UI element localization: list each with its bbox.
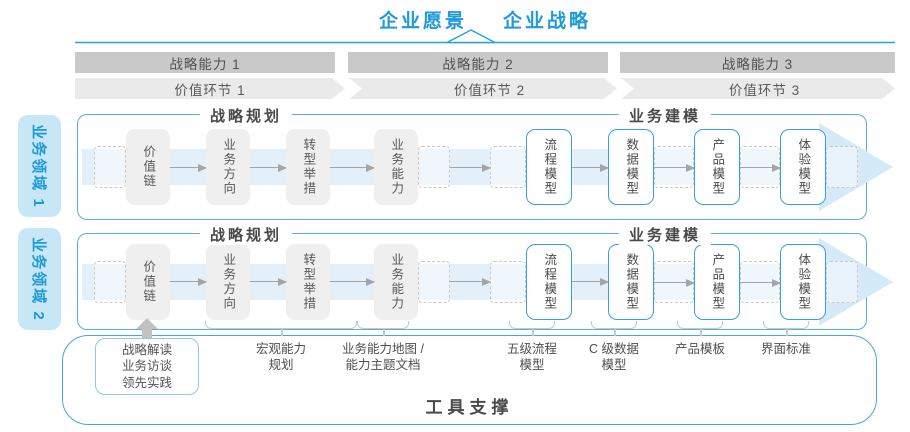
bracket-icon xyxy=(509,321,555,336)
flow-arrow-icon xyxy=(740,164,781,172)
placeholder-box xyxy=(490,260,526,303)
box-transformation: 转型举措 xyxy=(286,243,330,320)
placeholder-arrow-gap xyxy=(740,244,781,320)
flow-arrow-icon xyxy=(450,163,491,172)
domain-label-2: 业务领域 2 xyxy=(18,228,61,330)
flow-arrow-icon xyxy=(450,278,491,286)
flow-arrow-icon xyxy=(654,164,695,172)
practice-line: 战略解读 xyxy=(121,343,172,357)
big-arrowhead-icon xyxy=(819,237,893,326)
placeholder-arrow-gap xyxy=(740,129,781,205)
capability-bar-1: 战略能力 1 xyxy=(75,52,335,73)
placeholder-arrow-gap xyxy=(654,129,695,205)
box-product-model: 产品模型 xyxy=(694,129,740,205)
value-link-1: 价值环节 1 xyxy=(75,78,345,99)
capability-bar-3: 战略能力 3 xyxy=(620,52,895,73)
box-value-chain: 价值链 xyxy=(126,129,170,205)
flow-arrow-icon xyxy=(572,163,609,172)
box-business-capability: 业务能力 xyxy=(374,129,418,205)
bracket-icon xyxy=(357,321,409,336)
modeling-section-title: 业务建模 xyxy=(618,105,712,126)
box-transformation: 转型举措 xyxy=(286,129,330,205)
box-business-capability: 业务能力 xyxy=(374,243,418,320)
flow-arrow-icon xyxy=(330,163,375,172)
placeholder-box xyxy=(418,146,450,188)
flow-arrow-icon xyxy=(170,163,207,172)
flow-arrow-icon xyxy=(330,278,375,286)
header-title: 企业愿景 企业战略 xyxy=(75,6,895,33)
practice-callout-box: 战略解读 业务访谈 领先实践 xyxy=(95,338,199,395)
value-link-2: 价值环节 2 xyxy=(349,78,617,99)
bracket-icon xyxy=(763,321,809,336)
vision-title: 企业愿景 xyxy=(378,11,467,32)
tool-support-container xyxy=(62,335,877,425)
domain-label-1-text: 业务领域 1 xyxy=(30,123,48,209)
box-product-model: 产品模型 xyxy=(694,243,740,320)
caret-icon xyxy=(75,29,895,44)
placeholder-box xyxy=(418,260,450,303)
callout-capability-map: 业务能力地图 / 能力主题文档 xyxy=(342,342,424,373)
placeholder-box xyxy=(94,260,126,303)
callout-product-template: 产品模板 xyxy=(674,342,726,356)
planning-section-title: 战略规划 xyxy=(199,105,293,126)
box-data-model: 数据模型 xyxy=(608,129,654,205)
capability-bar-2: 战略能力 2 xyxy=(348,52,608,73)
box-value-chain: 价值链 xyxy=(126,243,170,320)
box-business-direction: 业务方向 xyxy=(206,243,250,320)
modeling-section-title: 业务建模 xyxy=(618,224,712,245)
box-experience-model: 体验模型 xyxy=(780,129,826,205)
flow-items: 价值链 业务方向 转型举措 业务能力 流程模型 数据模型 产品模型 体验模型 xyxy=(78,115,866,219)
practice-line: 业务访谈 xyxy=(121,359,172,374)
box-process-model: 流程模型 xyxy=(526,129,572,205)
flow-arrow-icon xyxy=(170,278,207,286)
flow-arrow-icon xyxy=(654,278,695,287)
strategy-title: 企业战略 xyxy=(503,11,592,32)
box-experience-model: 体验模型 xyxy=(780,243,826,320)
box-process-model: 流程模型 xyxy=(526,243,572,320)
planning-section-title: 战略规划 xyxy=(199,224,293,245)
big-arrowhead-icon xyxy=(819,123,893,211)
placeholder-box xyxy=(490,146,526,188)
box-data-model: 数据模型 xyxy=(608,243,654,320)
callout-macro-capability: 宏观能力 规划 xyxy=(255,342,307,373)
callout-process-model: 五级流程 模型 xyxy=(506,342,558,373)
domain-label-1: 业务领域 1 xyxy=(18,115,61,217)
domain-row-1: 战略规划 业务建模 价值链 业务方向 转型举措 业务能力 流程模型 数据模型 产… xyxy=(77,105,893,220)
bracket-icon xyxy=(591,321,637,336)
flow-arrow-icon xyxy=(250,278,287,286)
callout-ui-standard: 界面标准 xyxy=(760,342,812,356)
box-business-direction: 业务方向 xyxy=(206,129,250,205)
placeholder-box xyxy=(826,260,858,303)
domain-label-2-text: 业务领域 2 xyxy=(30,236,48,322)
placeholder-arrow-gap xyxy=(654,244,695,320)
tool-support-title: 工具支撑 xyxy=(425,398,514,417)
value-link-3: 价值环节 3 xyxy=(621,78,895,99)
bracket-icon xyxy=(205,321,357,336)
placeholder-box xyxy=(826,146,858,188)
callout-data-model: C 级数据 模型 xyxy=(588,342,640,373)
flow-arrow-icon xyxy=(740,278,781,287)
flow-items: 价值链 业务方向 转型举措 业务能力 流程模型 数据模型 产品模型 体验模型 xyxy=(78,234,866,329)
up-arrow-icon xyxy=(136,318,158,339)
bracket-icon xyxy=(677,321,723,336)
domain-row-2: 战略规划 业务建模 价值链 业务方向 转型举措 业务能力 流程模型 数据模型 产… xyxy=(77,224,893,330)
flow-arrow-icon xyxy=(250,163,287,172)
flow-arrow-icon xyxy=(572,278,609,286)
placeholder-box xyxy=(94,146,126,188)
practice-line: 领先实践 xyxy=(121,375,172,390)
